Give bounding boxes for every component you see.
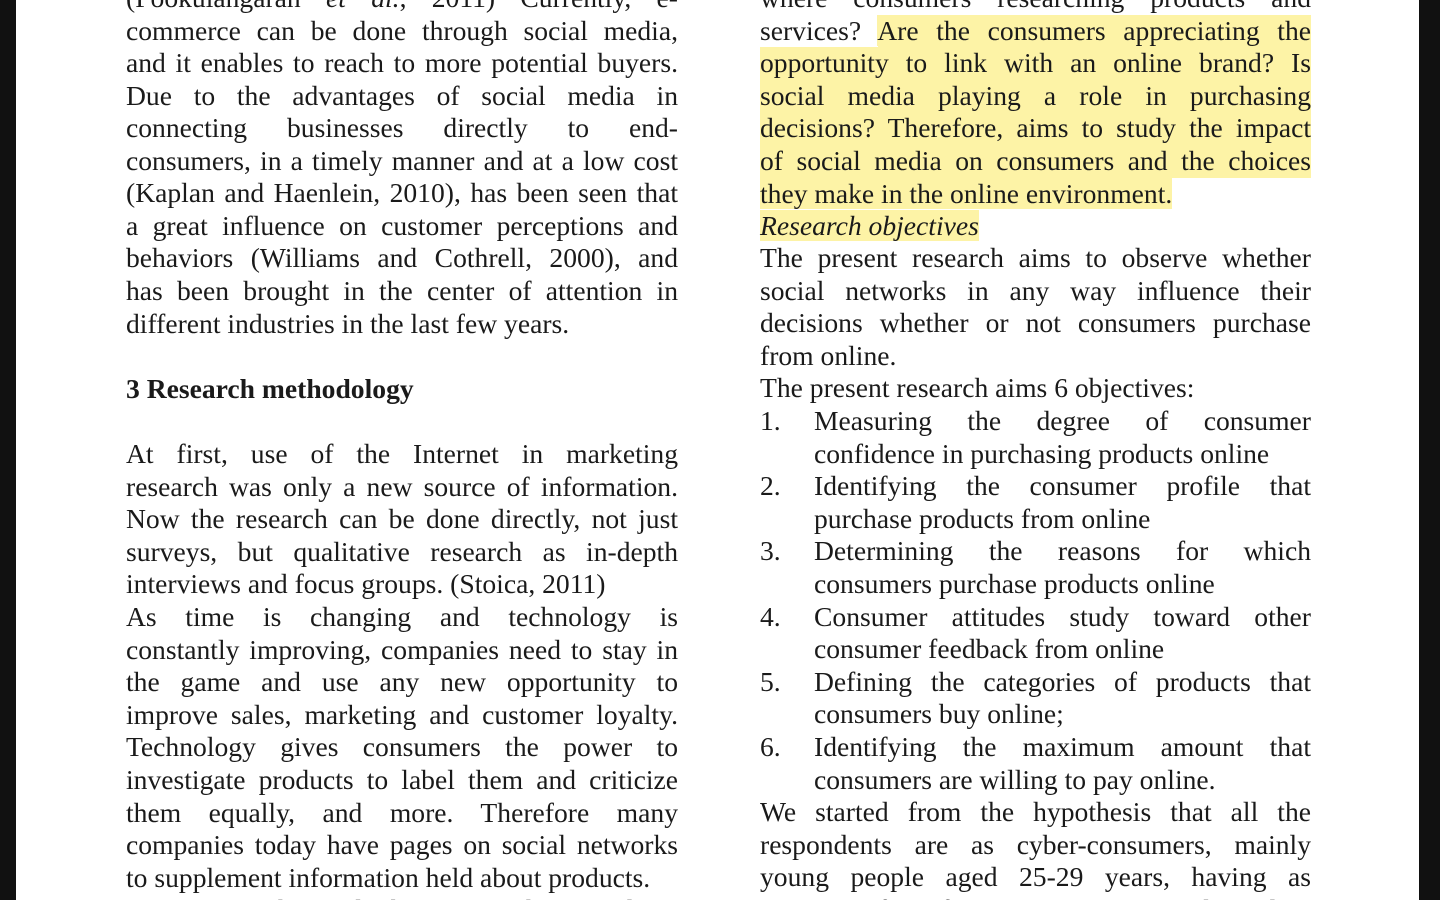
list-number: 6. xyxy=(760,731,781,762)
paragraph-line: Technology gives consumers the power to xyxy=(126,731,678,763)
paragraph-line: constantly improving, companies need to … xyxy=(126,633,678,665)
paragraph-line: improve sales, marketing and customer lo… xyxy=(126,698,678,730)
paragraph-line: has been brought in the center of attent… xyxy=(126,275,678,306)
subsection-heading: Research objectives xyxy=(760,210,979,243)
highlighted-text: of social media on consumers and the cho… xyxy=(760,145,1311,176)
list-item-text: consumers are willing to pay online. xyxy=(814,763,1216,795)
paragraph-line: Due to the advantages of social media in xyxy=(126,80,678,111)
paragraph-line: consumers, in a timely manner and at a l… xyxy=(126,145,678,176)
list-number: 2. xyxy=(760,470,781,502)
list-item-text: Identifying the consumer profile that xyxy=(814,470,1311,502)
paragraph-line: As time is changing and technology is xyxy=(126,601,678,632)
list-item-text: consumer feedback from online xyxy=(814,633,1165,665)
paragraph-line: to supplement information held about pro… xyxy=(126,861,651,893)
paragraph-line: The present research aims 6 objectives: xyxy=(760,372,1195,404)
paragraph-line: decisions? Therefore, aims to study the … xyxy=(760,112,1311,145)
paragraph-line: We started from the hypothesis that all … xyxy=(760,796,1311,828)
paragraph-line: interviews and focus groups. (Stoica, 20… xyxy=(126,568,606,600)
paragraph-line: research was only a new source of inform… xyxy=(126,470,678,502)
paragraph-line: companies today have pages on social net… xyxy=(126,829,678,861)
paragraph-line: respondents are as cyber-consumers, main… xyxy=(760,828,1311,860)
citation-etal: et al. xyxy=(326,0,400,13)
list-item-text: consumers buy online; xyxy=(814,698,1064,730)
paragraph-line: connecting businesses directly to end- xyxy=(126,112,678,143)
list-item-text: purchase products from online xyxy=(814,502,1151,534)
list-item-text: Consumer attitudes study toward other xyxy=(814,600,1311,632)
paragraph-line: social networks in any way influence the… xyxy=(760,274,1311,306)
list-number: 5. xyxy=(760,665,781,697)
section-heading: 3 Research methodology xyxy=(126,373,414,404)
paragraph-line: At first, use of the Internet in marketi… xyxy=(126,438,678,469)
list-item-text: Defining the categories of products that xyxy=(814,665,1311,697)
paragraph-line: them equally, and more. Therefore many xyxy=(126,796,678,828)
paragraph-line: commerce can be done through social medi… xyxy=(126,15,678,46)
list-item-text: Determining the reasons for which xyxy=(814,535,1311,567)
paragraph-line: (Pookulangaran et al., 2011) Currently, … xyxy=(126,0,678,15)
list-item-text: confidence in purchasing products online xyxy=(814,437,1270,469)
paragraph-line: where consumers researching products and xyxy=(760,0,1311,15)
list-item-text: Measuring the degree of consumer xyxy=(814,405,1311,436)
paragraph-line: of social media on consumers and the cho… xyxy=(760,145,1311,178)
paragraph-line: Now the research can be done directly, n… xyxy=(126,503,678,535)
paragraph-line: investigate products to label them and c… xyxy=(126,764,678,795)
highlighted-text: opportunity to link with an online brand… xyxy=(760,47,1311,79)
highlighted-text: they make in the online environment. xyxy=(760,177,1173,209)
paragraph-line: young people aged 25-29 years, having as xyxy=(760,861,1311,893)
pdf-page: (Pookulangaran et al., 2011) Currently, … xyxy=(16,0,1419,900)
paragraph-line: and it enables to reach to more potentia… xyxy=(126,47,678,78)
highlighted-text: Research objectives xyxy=(760,210,979,241)
paragraph-line: a great influence on customer perception… xyxy=(126,210,678,241)
paragraph-line: surveys, but qualitative research as in-… xyxy=(126,535,678,567)
paragraph-line: the game and use any new opportunity to xyxy=(126,666,678,698)
highlighted-text: decisions? Therefore, aims to study the … xyxy=(760,112,1311,144)
list-number: 3. xyxy=(760,535,781,567)
paragraph-line: Consumers who are looking to purchase pr… xyxy=(126,894,678,900)
list-item-text: consumers purchase products online xyxy=(814,568,1215,599)
paragraph-line: (Kaplan and Haenlein, 2010), has been se… xyxy=(126,177,678,208)
paragraph-line: different industries in the last few yea… xyxy=(126,308,570,339)
paragraph-line: decisions whether or not consumers purch… xyxy=(760,307,1311,339)
list-number: 4. xyxy=(760,600,781,632)
paragraph-line: they make in the online environment. xyxy=(760,177,1173,211)
paragraph-line: opportunity to link with an online brand… xyxy=(760,47,1311,80)
list-number: 1. xyxy=(760,405,781,436)
paragraph-line: social media playing a role in purchasin… xyxy=(760,79,1311,113)
paragraph-line: behaviors (Williams and Cothrell, 2000),… xyxy=(126,242,678,273)
paragraph-line: services? Are the consumers appreciating… xyxy=(760,14,1311,48)
paragraph-line: from online. xyxy=(760,339,897,371)
highlighted-text: Are the consumers appreciating the xyxy=(877,14,1311,46)
paragraph-line: The present research aims to observe whe… xyxy=(760,242,1311,273)
list-item-text: Identifying the maximum amount that xyxy=(814,731,1311,762)
highlighted-text: social media playing a role in purchasin… xyxy=(760,79,1311,111)
